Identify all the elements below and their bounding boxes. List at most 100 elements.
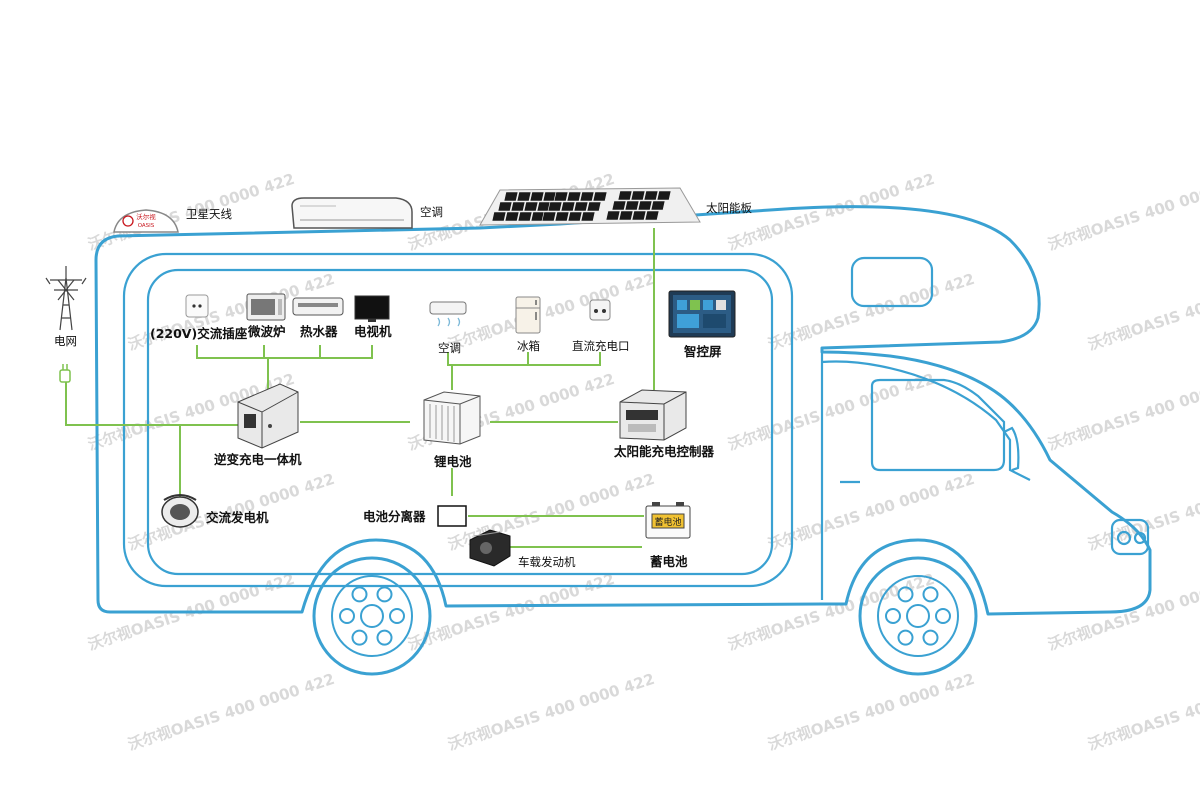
solar-cell [554,211,570,222]
satellite-antenna-icon: 沃尔视 OASIS [113,209,179,233]
label-lithium-battery: 锂电池 [434,454,472,469]
solar-cell [618,210,634,221]
solar-cell [573,201,589,212]
wheel-bolt [339,608,355,624]
solar-cell [624,200,640,211]
wheel-bolt [897,586,914,603]
solar-cell [605,210,621,221]
roof-ac-icon [291,197,413,229]
antenna-logo-en: OASIS [138,223,155,229]
label-ac-generator: 交流发电机 [206,510,269,525]
wheel-bolt [389,608,405,624]
solar-cell [631,210,647,221]
solar-cell [650,200,666,211]
inverter-charger-icon [237,383,299,449]
label-indoor-ac: 空调 [438,341,461,355]
solar-cell [644,210,660,221]
label-satellite-antenna: 卫星天线 [186,207,232,221]
dc-port-icon [589,299,611,321]
solar-cell [553,191,569,202]
solar-cell [497,201,513,212]
microwave-icon [246,293,286,321]
wheel-bolt [922,586,939,603]
watermark-text: 沃尔视OASIS 400 0000 422 [726,570,937,654]
label-water-heater: 热水器 [300,324,338,339]
interior-frame-inner [146,268,774,576]
watermark-text: 沃尔视OASIS 400 0000 422 [446,670,657,754]
solar-cell [566,191,582,202]
solar-cell [567,211,583,222]
label-smart-screen: 智控屏 [683,344,722,359]
solar-cell [617,190,633,201]
ac-socket-icon [185,294,209,318]
wiring [65,228,655,548]
power-tower-icon [45,266,87,331]
solar-cell [523,201,539,212]
solar-cell [560,201,576,212]
watermark-text: 沃尔视OASIS 400 0000 422 [1086,270,1200,354]
label-solar-panel: 太阳能板 [706,201,752,215]
rv-body-outline [94,205,1152,616]
label-storage-battery: 蓄电池 [650,554,688,569]
solar-cell [541,211,557,222]
solar-cell [510,201,526,212]
solar-cell [643,190,659,201]
lithium-battery-icon [423,391,481,445]
solar-cell [592,191,608,202]
wheel-bolt [922,629,939,646]
label-tv: 电视机 [354,324,392,339]
solar-cell [586,201,602,212]
watermark-text: 沃尔视OASIS 400 0000 422 [766,670,977,754]
label-roof-ac: 空调 [420,205,443,219]
solar-cell [491,211,507,222]
solar-cell [630,190,646,201]
watermark-text: 沃尔视OASIS 400 0000 422 [726,370,937,454]
solar-controller-icon [619,389,687,441]
plug-icon [59,364,71,383]
storage-battery-mark: 蓄电池 [654,516,681,528]
smart-screen-icon [668,290,736,338]
label-dc-port: 直流充电口 [572,339,630,353]
solar-cell [637,200,653,211]
tv-icon [354,295,390,322]
watermark-text: 沃尔视OASIS 400 0000 422 [766,270,977,354]
watermark-text: 沃尔视OASIS 400 0000 422 [1086,670,1200,754]
solar-cell [656,190,672,201]
wheel-bolt [376,586,393,603]
solar-cell [517,211,533,222]
label-solar-controller: 太阳能充电控制器 [614,444,715,459]
storage-battery-icon: 蓄电池 [645,502,691,539]
battery-isolator-icon [437,505,467,527]
label-inverter-charger: 逆变充电一体机 [214,452,302,467]
solar-cell [516,191,532,202]
cab-door [820,352,1031,600]
water-heater-icon [292,297,344,316]
label-ac-socket: (220V)交流插座 [150,326,248,341]
solar-cell [529,191,545,202]
solar-cell [503,191,519,202]
watermark-text: 沃尔视OASIS 400 0000 422 [1046,170,1200,254]
solar-cell [547,201,563,212]
vehicle-engine-icon [469,529,511,567]
wheel-bolt [351,629,368,646]
cab-window [870,378,1006,472]
label-microwave: 微波炉 [247,324,286,339]
label-power-grid: 电网 [54,334,77,348]
watermark-text: 沃尔视OASIS 400 0000 422 [126,670,337,754]
label-vehicle-engine: 车载发动机 [518,555,576,569]
headlight [1110,518,1150,556]
wheel-bolt [935,608,951,624]
rear-wheel [312,556,432,676]
solar-cell [504,211,520,222]
indoor-ac-icon [429,301,467,327]
wheel-bolt [376,629,393,646]
watermark-text: 沃尔视OASIS 400 0000 422 [1046,370,1200,454]
wheel-bolt [885,608,901,624]
solar-cell [580,211,596,222]
wheel-bolt [351,586,368,603]
label-battery-isolator: 电池分离器 [363,509,426,524]
antenna-logo-text: 沃尔视 [136,212,156,221]
solar-cell [579,191,595,202]
label-fridge: 冰箱 [517,339,540,353]
